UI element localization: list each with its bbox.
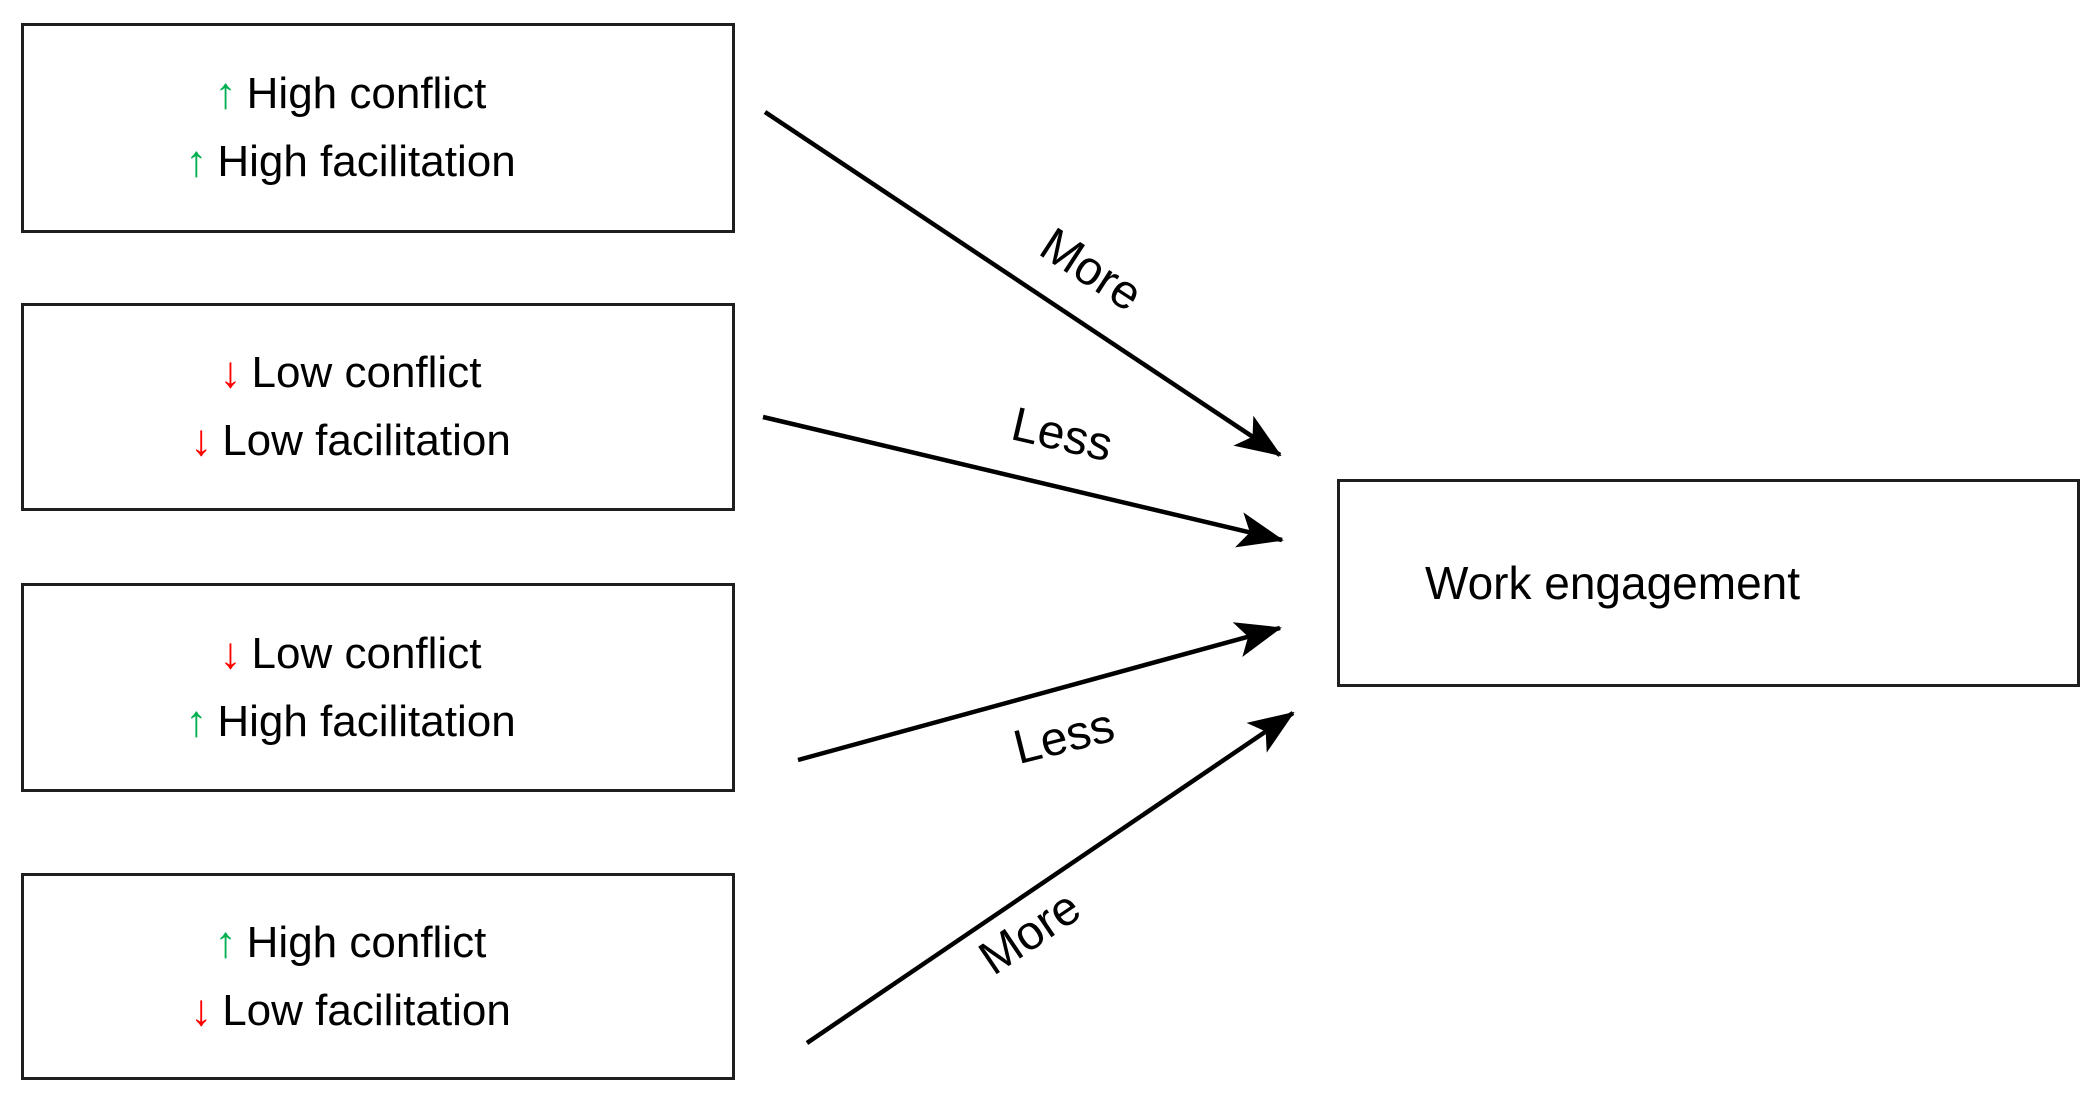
up-arrow-icon: ↑	[214, 69, 237, 118]
box-line: ↑High conflict	[215, 909, 487, 977]
antecedent-box-high-conflict-high-facilitation: ↑High conflict ↑High facilitation	[21, 23, 735, 233]
box-line: ↓Low facilitation	[190, 407, 511, 475]
box-line: ↓Low conflict	[220, 620, 482, 688]
antecedent-box-high-conflict-low-facilitation: ↑High conflict ↓Low facilitation	[21, 873, 735, 1080]
arrow-box1-to-outcome	[763, 110, 1282, 457]
box-line: ↑High conflict	[215, 60, 487, 128]
down-arrow-icon: ↓	[219, 628, 242, 678]
arrow-label-more-1: More	[1031, 218, 1152, 322]
up-arrow-icon: ↑	[214, 917, 237, 967]
down-arrow-icon: ↓	[190, 985, 213, 1035]
box-line: ↓Low conflict	[220, 339, 482, 407]
arrow-box2-to-outcome	[762, 414, 1284, 548]
outcome-label: Work engagement	[1425, 557, 1801, 609]
box-line-label: High conflict	[246, 917, 487, 967]
antecedent-box-low-conflict-low-facilitation: ↓Low conflict ↓Low facilitation	[21, 303, 735, 511]
arrow-label-less-1: Less	[1007, 398, 1118, 472]
box-line-label: High facilitation	[217, 696, 516, 746]
arrow-label-less-2: Less	[1008, 699, 1119, 775]
box-line-label: Low facilitation	[222, 416, 511, 465]
box-line-label: High facilitation	[217, 137, 516, 186]
arrow-box4-to-outcome	[805, 711, 1295, 1045]
box-line-label: Low facilitation	[222, 985, 511, 1035]
box-line-label: Low conflict	[251, 628, 482, 678]
arrow-label-more-2: More	[970, 880, 1090, 985]
box-line-label: Low conflict	[251, 348, 482, 397]
outcome-box-work-engagement: Work engagement	[1337, 479, 2080, 687]
box-line: ↓Low facilitation	[190, 977, 511, 1045]
antecedent-box-low-conflict-high-facilitation: ↓Low conflict ↑High facilitation	[21, 583, 735, 792]
up-arrow-icon: ↑	[185, 696, 208, 746]
box-line: ↑High facilitation	[185, 128, 515, 196]
arrow-box3-to-outcome	[797, 622, 1282, 763]
up-arrow-icon: ↑	[185, 137, 208, 186]
down-arrow-icon: ↓	[219, 348, 242, 397]
box-line: ↑High facilitation	[185, 688, 515, 756]
down-arrow-icon: ↓	[190, 416, 213, 465]
box-line-label: High conflict	[246, 69, 487, 118]
